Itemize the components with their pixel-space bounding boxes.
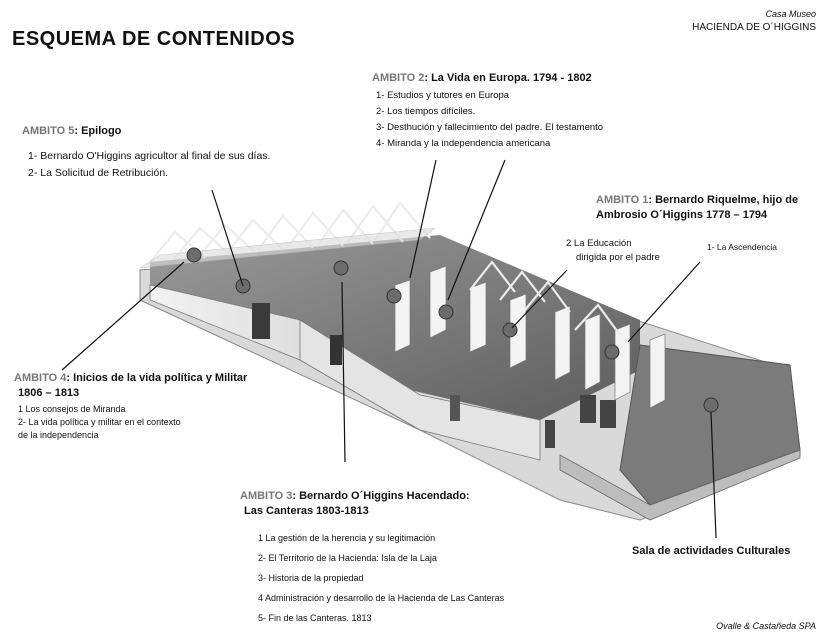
- ambito-3-item-4: 4 Administración y desarrollo de la Haci…: [258, 593, 505, 603]
- ambito-5-heading: AMBITO 5: Epilogo: [22, 124, 121, 139]
- door-4: [450, 395, 460, 421]
- ambito-2-item-3: 3- Desthución y fallecimiento del padre.…: [376, 122, 604, 133]
- ambito-2-item-1: 1- Estudios y tutores en Europa: [376, 90, 510, 101]
- brand-block: Casa Museo HACIENDA DE O´HIGGINS: [692, 8, 816, 34]
- front-wall-low: [299, 319, 541, 461]
- footer-credit: Ovalle & Castañeda SPA: [716, 621, 816, 631]
- ambito-1-education: 2 La Educación dirigida por el padre: [566, 237, 660, 265]
- window-2: [600, 400, 616, 428]
- window-1: [580, 395, 596, 423]
- sala-label: Sala de actividades Culturales: [632, 545, 791, 557]
- ambito-3-item-2: 2- El Territorio de la Hacienda: Isla de…: [258, 553, 437, 563]
- ambito-1-item-2-line-2: dirigida por el padre: [576, 252, 660, 263]
- ambito-3-title: : Bernardo O´Higgins Hacendado:: [292, 490, 470, 502]
- sala-room: [619, 344, 801, 506]
- door-2: [330, 335, 342, 365]
- ambito-4-item-2-line-2: de la independencia: [18, 430, 99, 440]
- ambito-4-heading: AMBITO 4: Inicios de la vida política y …: [14, 371, 247, 401]
- sala-front-wall: [559, 449, 801, 521]
- ambito-3-item-3: 3- Historia de la propiedad: [258, 573, 364, 583]
- room-markers: [186, 247, 719, 413]
- ambito-4-item-2: 2- La vida política y militar en el cont…: [18, 417, 181, 427]
- roof-surface: [139, 227, 436, 269]
- ambito-5-item-2: 2- La Solicitud de Retribución.: [28, 167, 169, 179]
- ambito-4-title-line-2: 1806 – 1813: [18, 387, 80, 399]
- ambito-2-items: 1- Estudios y tutores en Europa 2- Los t…: [376, 88, 603, 152]
- ambito-1-prefix: AMBITO 1: [596, 194, 649, 206]
- ambito-2-heading: AMBITO 2: La Vida en Europa. 1794 - 1802: [372, 71, 592, 86]
- ambito-4-prefix: AMBITO 4: [14, 372, 67, 384]
- ambito-1-item-1: 1- La Ascendencia: [707, 242, 777, 252]
- ambito-5-items: 1- Bernardo O'Higgins agricultor al fina…: [28, 148, 270, 182]
- ambito-2-item-2: 2- Los tiempos difíciles.: [376, 106, 476, 117]
- ambito-4-title: : Inicios de la vida política y Militar: [66, 372, 248, 384]
- brand-line-2: HACIENDA DE O´HIGGINS: [692, 22, 816, 33]
- ambito-5-prefix: AMBITO 5: [22, 125, 75, 137]
- ambito-1-title-line-2: Ambrosio O´Higgins 1778 – 1794: [596, 209, 768, 221]
- page-title: ESQUEMA DE CONTENIDOS: [12, 28, 296, 50]
- brand-line-1: Casa Museo: [765, 9, 816, 19]
- ambito-3-item-5: 5- Fin de las Canteras. 1813: [258, 613, 372, 623]
- ambito-1-item-2: 2 La Educación: [566, 238, 632, 249]
- ambito-3-item-1: 1 La gestión de la herencia y su legitim…: [258, 533, 436, 543]
- door-1: [252, 303, 270, 339]
- door-3: [545, 420, 555, 448]
- ambito-3-prefix: AMBITO 3: [240, 490, 293, 502]
- ambito-2-prefix: AMBITO 2: [372, 72, 425, 84]
- ambito-5-title: : Epilogo: [74, 125, 122, 137]
- roof-trusses: [149, 201, 621, 336]
- ambito-1-title: : Bernardo Riquelme, hijo de: [648, 194, 799, 206]
- leader-lines: [61, 159, 717, 539]
- ambito-2-title: : La Vida en Europa. 1794 - 1802: [424, 72, 592, 84]
- ambito-4-items: 1 Los consejos de Miranda 2- La vida pol…: [18, 403, 181, 442]
- ambito-3-title-line-2: Las Canteras 1803-1813: [244, 505, 369, 517]
- ambito-2-item-4: 4- Miranda y la independencia americana: [376, 138, 551, 149]
- ambito-5-item-1: 1- Bernardo O'Higgins agricultor al fina…: [28, 150, 271, 162]
- ambito-3-items: 1 La gestión de la herencia y su legitim…: [258, 528, 504, 628]
- ambito-1-heading: AMBITO 1: Bernardo Riquelme, hijo de Amb…: [596, 193, 798, 223]
- ambito-3-heading: AMBITO 3: Bernardo O´Higgins Hacendado: …: [240, 489, 470, 519]
- ambito-4-item-1: 1 Los consejos de Miranda: [18, 404, 126, 414]
